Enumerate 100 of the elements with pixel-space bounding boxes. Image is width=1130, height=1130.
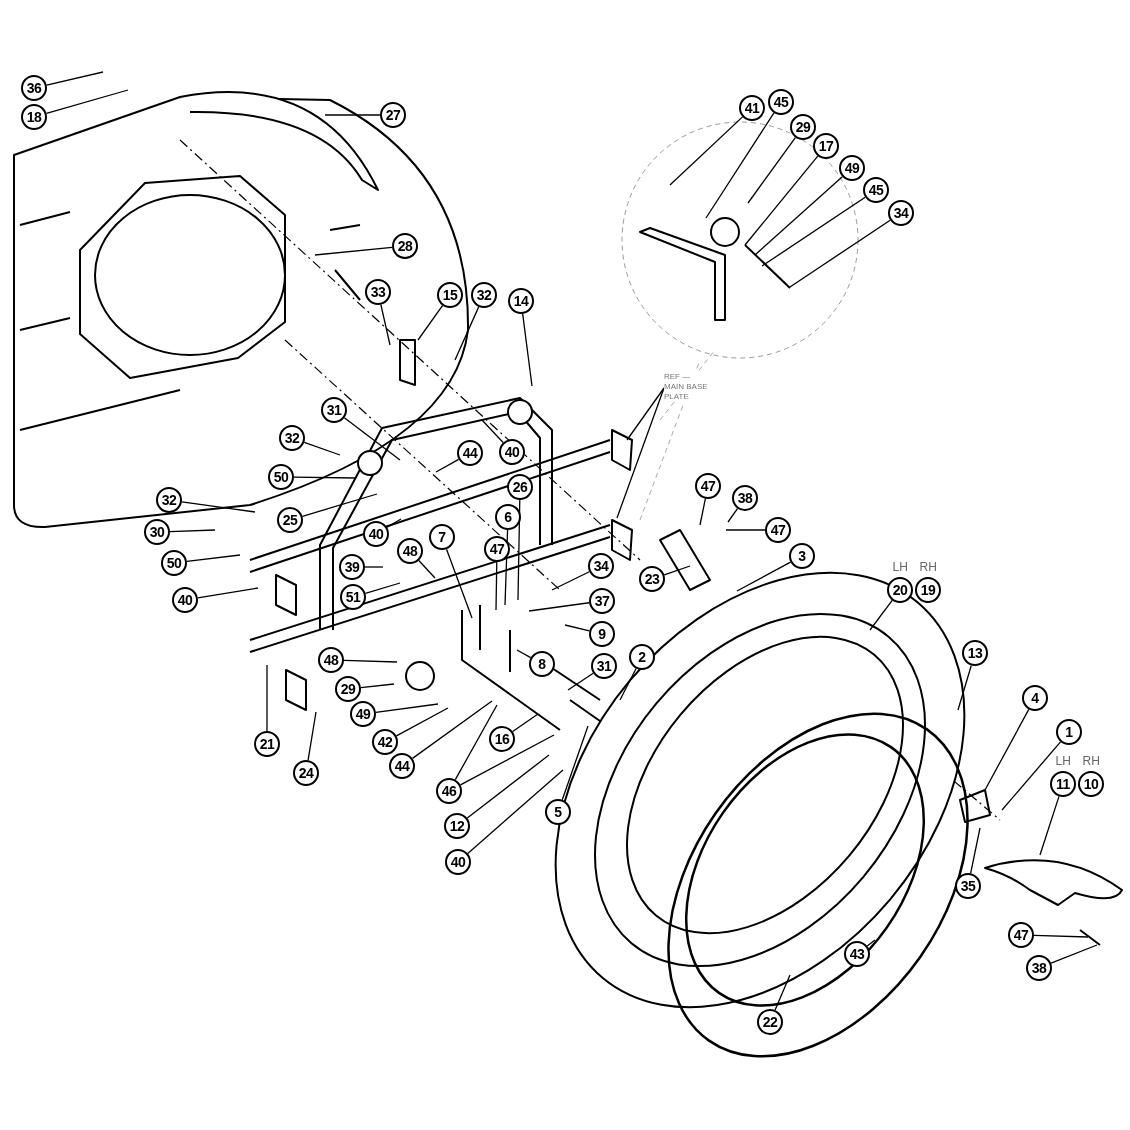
leader-line [467, 769, 564, 855]
callout-number: 11 [1050, 771, 1076, 797]
side-label: LH [892, 561, 908, 574]
leader-line [1001, 741, 1062, 811]
leader-line [616, 387, 665, 519]
leader-line [727, 507, 739, 523]
leader-line [970, 827, 981, 874]
leader-line [957, 664, 972, 711]
callout-number: 14 [508, 288, 534, 314]
callout-number: 39 [339, 554, 365, 580]
callout-number: 29 [790, 114, 816, 140]
leader-line [528, 602, 590, 612]
leader-line [454, 704, 498, 781]
leader-line [293, 476, 356, 479]
leader-line [395, 707, 449, 737]
reference-note: REF — MAIN BASE PLATE [664, 372, 710, 402]
callout-number: 45 [863, 177, 889, 203]
leader-line [386, 518, 402, 528]
leader-line [481, 419, 504, 444]
callout-number: 12 [444, 813, 470, 839]
callout-number: 34 [588, 553, 614, 579]
callout-number: 4 [1022, 685, 1048, 711]
callout-number: 20 [887, 577, 913, 603]
leader-line [984, 708, 1030, 791]
leader-line [495, 561, 498, 611]
leader-line [1050, 944, 1098, 964]
leader-line [417, 304, 444, 341]
callout-number: 27 [380, 102, 406, 128]
callout-number: 7 [429, 524, 455, 550]
leader-line [736, 561, 792, 592]
callout-number: 18 [21, 104, 47, 130]
callout-number: 40 [499, 439, 525, 465]
leader-line [364, 582, 401, 594]
callout-number: 21 [254, 731, 280, 757]
leader-line [512, 713, 539, 733]
leader-line [343, 417, 401, 461]
callout-number: 36 [21, 75, 47, 101]
callout-number: 38 [1026, 955, 1052, 981]
leader-line [445, 548, 473, 619]
callout-number: 42 [372, 729, 398, 755]
side-label: RH [919, 561, 937, 574]
leader-line [516, 649, 532, 659]
leader-line [567, 672, 594, 691]
callout-number: 45 [768, 89, 794, 115]
leader-line [1039, 795, 1060, 856]
callout-number: 46 [436, 778, 462, 804]
callout-number: 48 [318, 647, 344, 673]
callout-number: 1 [1056, 719, 1082, 745]
callout-number: 16 [489, 726, 515, 752]
leader-line [343, 659, 398, 663]
side-label: RH [1082, 755, 1100, 768]
callout-number: 43 [844, 941, 870, 967]
callout-number: 10 [1078, 771, 1104, 797]
callout-number: 31 [591, 653, 617, 679]
callout-number: 35 [955, 873, 981, 899]
leader-line [564, 624, 590, 632]
callout-number: 3 [789, 543, 815, 569]
leader-line [699, 498, 707, 526]
leader-line [747, 136, 797, 204]
leader-line [45, 89, 129, 115]
callout-number: 6 [495, 504, 521, 530]
leader-line [669, 116, 744, 186]
leader-line [789, 219, 891, 288]
leader-line [360, 683, 395, 689]
leader-line [186, 554, 241, 563]
side-label: LH [1055, 755, 1071, 768]
leader-line [266, 664, 268, 732]
leader-line [761, 196, 866, 267]
callout-number: 47 [695, 473, 721, 499]
leader-line [725, 529, 766, 531]
leader-line [705, 112, 775, 219]
leader-line [418, 559, 436, 579]
leader-line [869, 599, 893, 631]
callout-number: 19 [915, 577, 941, 603]
callout-number: 26 [507, 474, 533, 500]
leader-line [197, 587, 259, 599]
callout-number: 25 [277, 507, 303, 533]
callout-number: 44 [457, 440, 483, 466]
callout-number: 40 [172, 587, 198, 613]
leader-line [1033, 934, 1089, 938]
callout-number: 51 [340, 584, 366, 610]
leader-line [626, 387, 665, 441]
leader-line [517, 499, 521, 601]
callout-number: 22 [757, 1009, 783, 1035]
leader-line [459, 734, 555, 786]
callout-number: 49 [839, 155, 865, 181]
callout-number: 48 [397, 538, 423, 564]
callout-number: 50 [161, 550, 187, 576]
leader-line [561, 725, 589, 801]
callout-number: 47 [765, 517, 791, 543]
leader-line [744, 155, 819, 246]
leader-line [303, 441, 341, 456]
leader-line [375, 703, 439, 713]
leader-line [454, 306, 480, 361]
leader-line [754, 176, 843, 256]
callout-number: 13 [962, 640, 988, 666]
leader-line [435, 458, 460, 473]
callout-number: 34 [888, 200, 914, 226]
callout-number: 41 [739, 95, 765, 121]
leader-line [169, 529, 216, 533]
